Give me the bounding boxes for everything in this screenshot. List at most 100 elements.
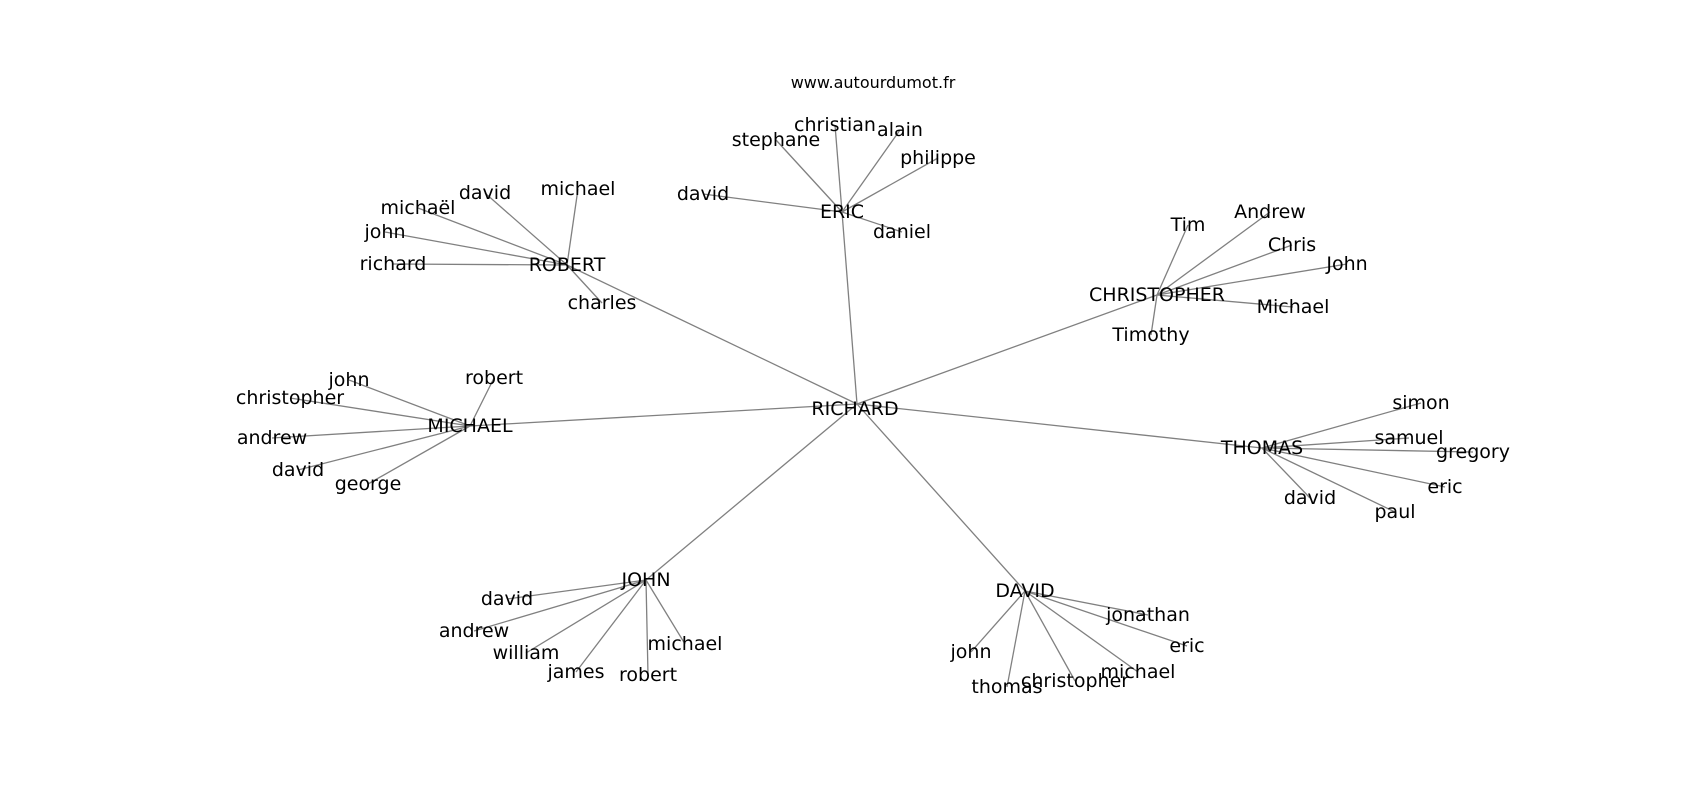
leaf-node: gregory [1436, 441, 1510, 463]
leaf-node: christopher [1021, 670, 1129, 692]
leaf-node: james [546, 661, 604, 683]
edge-john-leaf [506, 579, 647, 600]
leaf-node: daniel [873, 221, 931, 243]
leaf-node: samuel [1374, 427, 1443, 449]
leaf-node: paul [1374, 501, 1415, 523]
edge-christopher-leaf [1156, 294, 1294, 308]
hub-node-john: JOHN [620, 569, 670, 591]
edge-john-leaf [575, 579, 647, 673]
hub-node-thomas: THOMAS [1220, 437, 1303, 459]
edge-thomas-leaf [1261, 447, 1446, 488]
leaf-node: robert [465, 367, 523, 389]
leaf-node: John [1325, 253, 1367, 275]
edge-john-leaf [473, 579, 647, 632]
leaf-node: stephane [732, 129, 821, 151]
hub-node-robert: ROBERT [529, 254, 606, 276]
leaf-node: michaël [381, 197, 456, 219]
hub-node-eric: ERIC [820, 201, 864, 223]
leaf-node: michael [541, 178, 616, 200]
leaf-node: eric [1427, 476, 1462, 498]
leaf-node: christian [794, 114, 876, 136]
edge-eric-leaf [841, 157, 939, 213]
edge-david-leaf [1024, 590, 1149, 616]
leaf-node: david [1284, 487, 1336, 509]
leaf-node: john [950, 641, 992, 663]
edge-michael-leaf [469, 377, 495, 427]
edge-christopher-leaf [1156, 224, 1189, 296]
edge-robert-leaf [484, 192, 568, 266]
hub-node-michael: MICHAEL [427, 415, 513, 437]
edge-david-leaf [1024, 590, 1188, 647]
edge-christopher-leaf [1156, 263, 1348, 296]
edge-david-leaf [970, 590, 1026, 653]
edge-eric-leaf [702, 193, 843, 213]
edge-center-to-john [645, 403, 858, 581]
edge-robert-leaf [392, 263, 568, 266]
leaf-node: jonathan [1105, 604, 1190, 626]
edge-michael-leaf [289, 397, 471, 427]
edge-center-to-david [856, 403, 1026, 592]
edge-center-to-robert [566, 264, 858, 405]
edge-christopher-leaf [1156, 211, 1271, 296]
edge-david-leaf [1024, 590, 1076, 682]
leaf-node: simon [1392, 392, 1449, 414]
edge-center-to-michael [469, 403, 858, 427]
leaf-node: michael [1101, 661, 1176, 683]
edge-eric-leaf [841, 129, 901, 213]
edge-christopher-leaf [1150, 294, 1158, 336]
edge-david-leaf [1024, 590, 1139, 673]
edge-robert-leaf [566, 188, 579, 266]
leaf-node: charles [568, 292, 637, 314]
leaf-node: Michael [1257, 296, 1330, 318]
edge-michael-leaf [271, 425, 471, 439]
edge-thomas-leaf [1261, 447, 1396, 513]
edge-thomas-leaf [1261, 447, 1474, 453]
leaf-node: andrew [439, 620, 509, 642]
leaf-node: william [493, 642, 560, 664]
leaf-node: philippe [900, 147, 976, 169]
center-node: RICHARD [811, 398, 898, 420]
edge-thomas-leaf [1261, 447, 1311, 499]
leaf-node: david [677, 183, 729, 205]
edge-john-leaf [525, 579, 647, 654]
graph-edges [271, 124, 1474, 688]
hub-node-christopher: CHRISTOPHER [1089, 284, 1225, 306]
leaf-node: christopher [236, 387, 344, 409]
leaf-node: robert [619, 664, 677, 686]
edge-robert-leaf [417, 207, 568, 266]
leaf-node: Tim [1170, 214, 1206, 236]
edge-eric-leaf [775, 139, 843, 213]
edge-christopher-leaf [1156, 244, 1293, 296]
leaf-node: andrew [237, 427, 307, 449]
edge-david-leaf [1006, 590, 1026, 688]
edge-john-leaf [645, 579, 649, 676]
leaf-node: eric [1169, 635, 1204, 657]
edge-thomas-leaf [1261, 437, 1410, 449]
edge-john-leaf [645, 579, 686, 645]
edge-robert-leaf [384, 231, 568, 266]
leaf-node: michael [648, 633, 723, 655]
leaf-node: richard [360, 253, 427, 275]
leaf-node: thomas [971, 676, 1042, 698]
leaf-node: john [364, 221, 406, 243]
edge-center-to-eric [841, 211, 858, 405]
leaf-node: Timothy [1111, 324, 1189, 346]
leaf-node: Chris [1268, 234, 1316, 256]
leaf-node: john [328, 369, 370, 391]
leaf-node: Andrew [1234, 201, 1306, 223]
edge-thomas-leaf [1261, 402, 1422, 449]
leaf-node: david [481, 588, 533, 610]
edge-michael-leaf [348, 379, 471, 427]
edge-robert-leaf [566, 264, 603, 304]
edge-center-to-thomas [856, 403, 1263, 449]
edge-michael-leaf [297, 425, 471, 471]
leaf-node: george [335, 473, 402, 495]
leaf-node: david [272, 459, 324, 481]
leaf-node: david [459, 182, 511, 204]
site-url: www.autourdumot.fr [791, 73, 956, 92]
hub-node-david: DAVID [995, 580, 1054, 602]
edge-center-to-christopher [856, 294, 1158, 405]
edge-michael-leaf [367, 425, 471, 485]
